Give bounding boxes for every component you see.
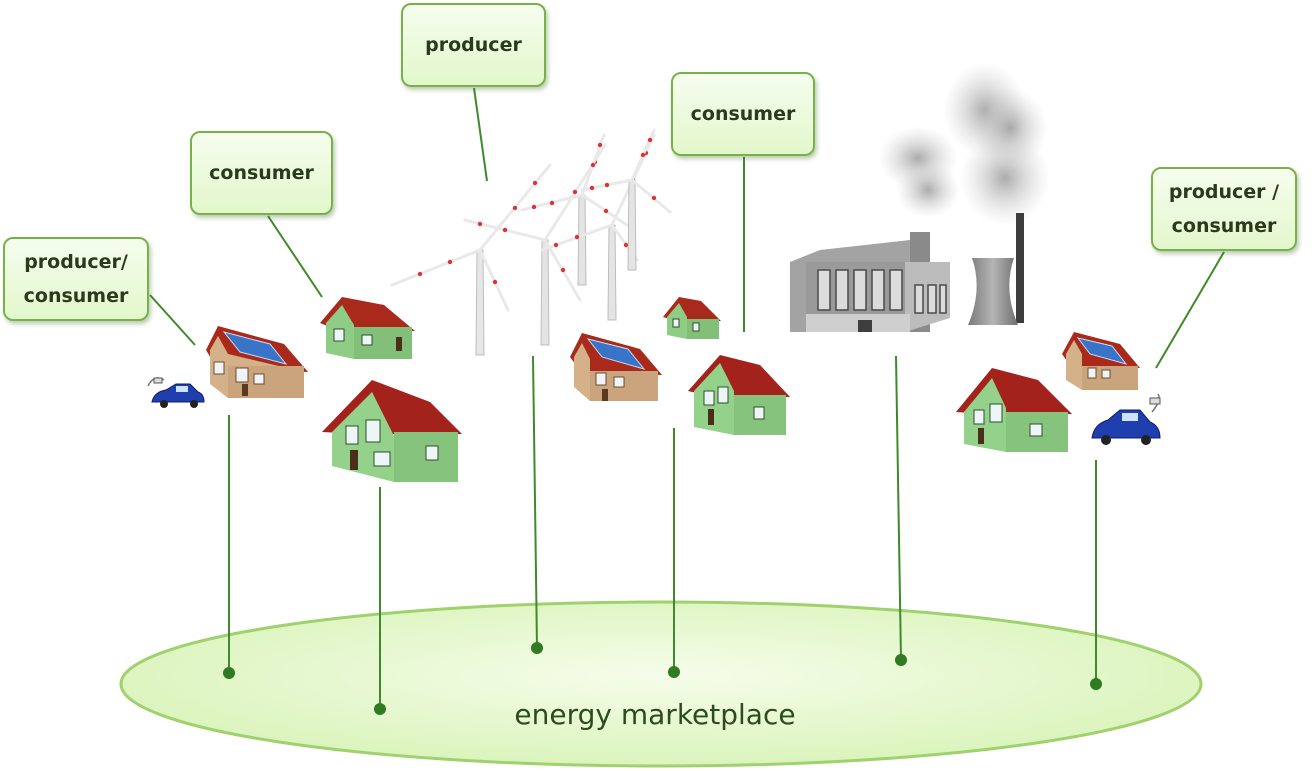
solar-house-icon xyxy=(570,333,662,401)
house-icon xyxy=(322,380,462,482)
solar-house-icon xyxy=(1062,332,1140,390)
label-consumer-left: consumer xyxy=(190,131,333,215)
box-connectors xyxy=(149,87,1225,369)
label-consumer-middle: consumer xyxy=(671,72,815,156)
house-icon xyxy=(956,368,1072,452)
house-icon xyxy=(663,297,721,339)
house-icon xyxy=(320,297,415,359)
energy-marketplace-label: energy marketplace xyxy=(514,698,796,731)
marketplace-connectors xyxy=(228,355,1097,709)
cooling-tower-icon xyxy=(968,213,1024,325)
house-icon xyxy=(688,355,790,435)
solar-house-icon xyxy=(206,326,308,398)
connection-dots xyxy=(223,642,1102,715)
marketplace-ellipse xyxy=(119,600,1203,768)
wind-turbine-icon xyxy=(390,128,672,356)
label-producer-consumer-right: producer / consumer xyxy=(1151,167,1297,251)
factory-icon xyxy=(790,62,1050,332)
label-producer: producer xyxy=(401,3,546,87)
electric-car-icon xyxy=(1091,393,1161,445)
electric-car-icon xyxy=(147,377,205,408)
label-producer-consumer-left: producer/ consumer xyxy=(3,237,149,321)
